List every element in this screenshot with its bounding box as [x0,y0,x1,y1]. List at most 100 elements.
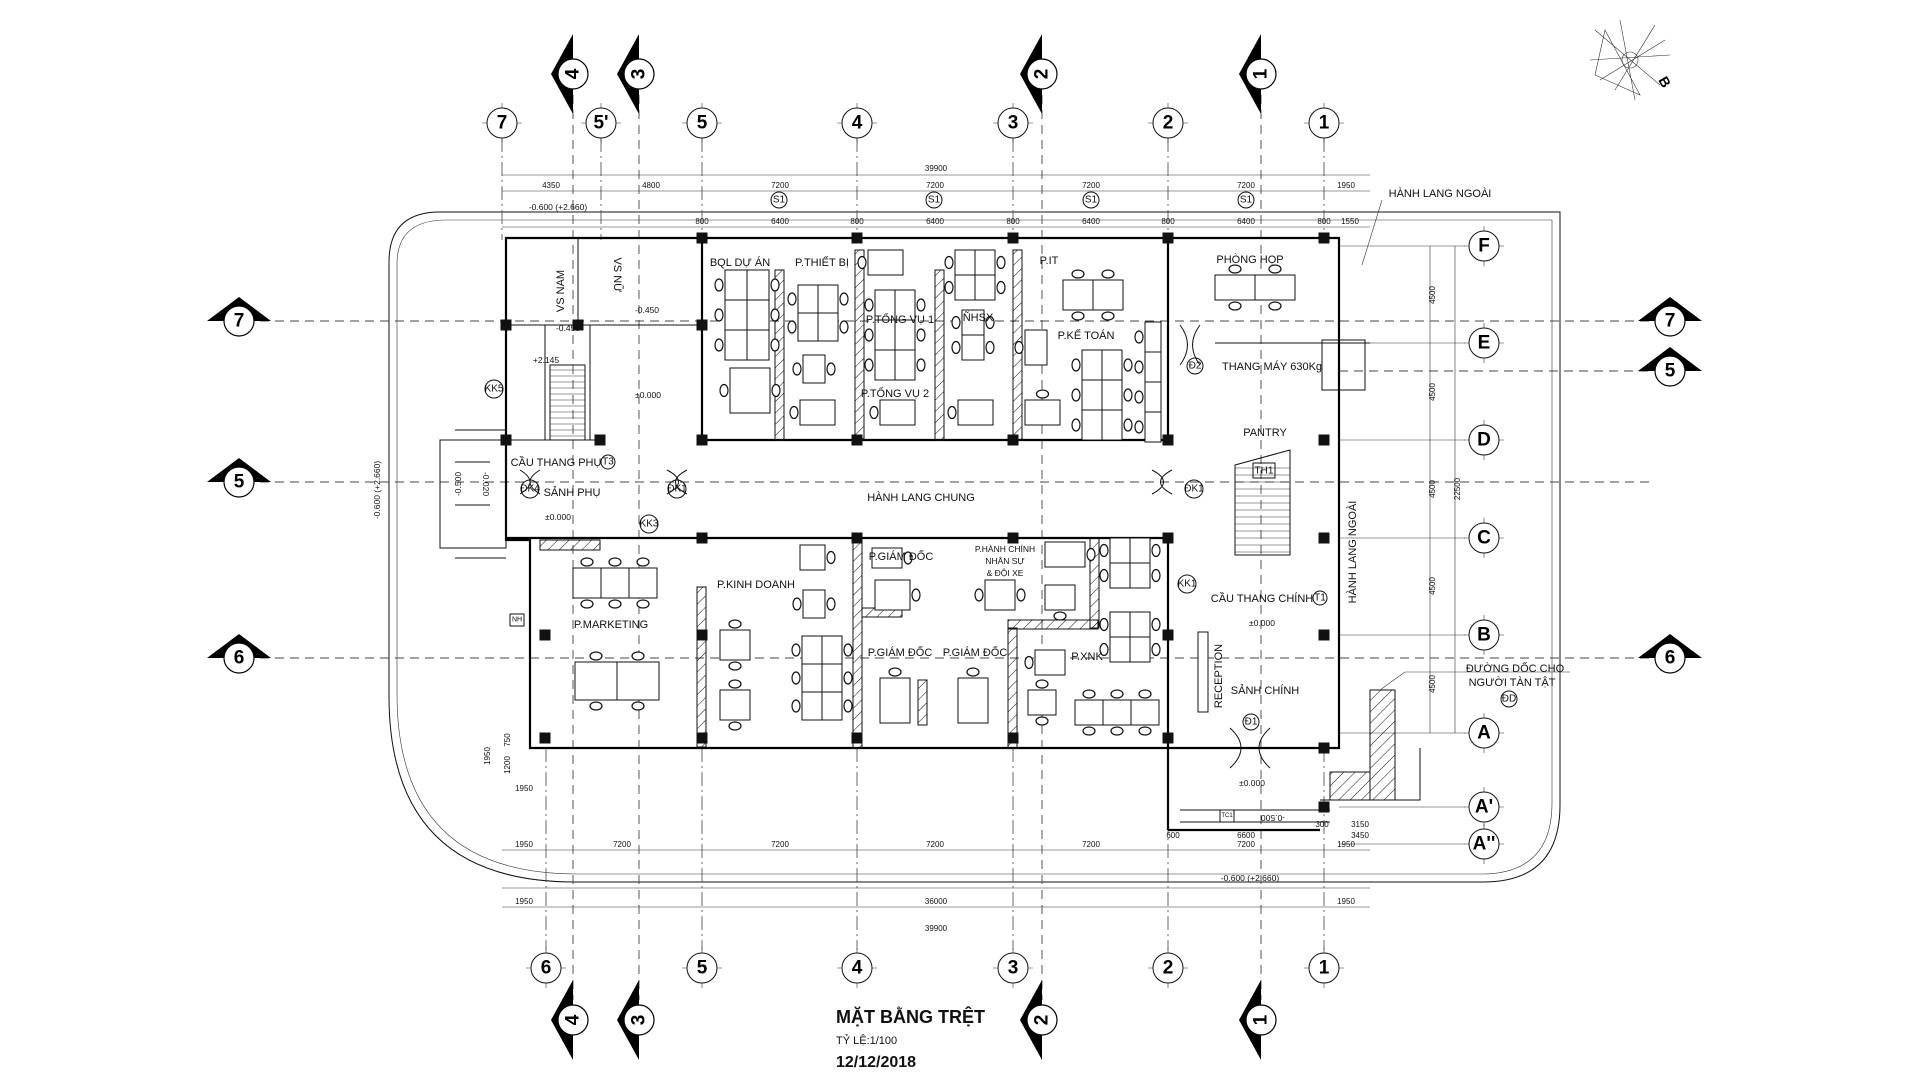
dim: 36000 [925,897,948,906]
desk-cluster [1027,679,1057,726]
chair [1138,689,1152,699]
chair [631,651,645,661]
section-marker: 3 [617,980,655,1060]
grid-bubble: 3 [993,103,1033,143]
desk-cluster [1062,269,1124,321]
room-nhsx: ÑHSX [963,311,994,324]
room-sanh-phu: SẢNH PHỤ [544,486,601,499]
desk-cluster [1214,264,1296,311]
chair [951,315,961,330]
desk [724,269,748,301]
desk [1092,279,1124,311]
desk-cluster [791,635,853,721]
structural-columns [500,232,1330,813]
level-main-entry: -0.500 [1261,813,1285,823]
structural-column [1007,732,1019,744]
chair [944,280,954,295]
dim: 7200 [926,840,944,849]
title-block: MẶT BẰNG TRỆT TỶ LỆ:1/100 12/12/2018 [836,1006,985,1071]
chair [864,358,874,372]
desk [801,691,823,721]
dim: 7200 [926,181,944,190]
chair [903,551,913,565]
grid-label: 5' [593,113,608,134]
desk [984,579,1016,611]
section-marker: 2 [1020,980,1058,1060]
desk [1109,562,1131,589]
structural-column [696,732,708,744]
level-roof-top: -0.600 (+2.660) [529,202,588,212]
room-sanh-chinh: SẢNH CHÍNH [1231,684,1300,697]
dim: 600 [1166,831,1180,840]
dim: 4500 [1428,480,1437,498]
tag-d1: Đ1 [1242,713,1260,731]
chair [1228,264,1242,274]
chair [1086,547,1096,562]
chair [916,328,926,342]
section-label: 6 [1665,648,1676,669]
grid-label: 5 [697,958,708,979]
desk [1109,611,1131,638]
tag-t1: T1 [1312,590,1328,606]
dim: 1550 [1341,217,1359,226]
desk-cluster [1099,537,1161,589]
desk-cluster [1134,321,1162,443]
grid-label: 2 [1163,958,1174,979]
room-hanh-chinh-line2: NHÂN SỰ [985,556,1024,566]
tag-text: ĐK4 [520,484,540,495]
stair-outline [1234,449,1291,556]
structural-column [851,732,863,744]
tag-text: TC1 [1221,813,1233,819]
desk-cluster [799,544,836,571]
chair [770,338,780,352]
chair [580,557,594,567]
structural-column [539,629,551,641]
dim: 800 [695,217,709,226]
chair [869,405,879,420]
level-sanh-phu: ±0.000 [545,512,571,522]
level-sanh-chinh: ±0.000 [1239,778,1265,788]
chair [728,661,742,671]
desk [801,635,823,665]
room-tong-vu-1: P.TỔNG VỤ 1 [866,313,934,326]
chair [631,701,645,711]
desk-cluster [719,367,781,414]
desk-cluster [1071,349,1133,441]
dim: 1950 [515,897,533,906]
dim: 750 [503,733,512,747]
grid-label: C [1477,528,1491,549]
desk-cluster [1044,541,1096,568]
desk [719,629,751,661]
dim: 1950 [1337,181,1355,190]
tags: KK5 ĐK4 KK3 ĐK1 ĐK1 Đ2 KK1 Đ1 T1 T3 ĐD T… [484,191,1518,823]
chair [714,278,724,292]
chair [1024,655,1034,670]
desk [974,249,996,276]
chair [1071,388,1081,402]
desk [1109,636,1131,663]
building-walls [439,236,1421,832]
desk [821,635,843,665]
section-label: 6 [234,648,245,669]
chair [791,671,801,685]
room-thiet-bi: P.THIẾT BỊ [795,256,849,269]
grid-bubble: A' [1464,787,1504,827]
side-stair [549,364,586,441]
desk [954,249,976,276]
desk [572,567,602,599]
desk [1130,699,1160,726]
desk-cluster [792,589,836,619]
room-phong-hop: PHÒNG HỌP [1216,253,1283,266]
grid-label: 1 [1319,113,1330,134]
chair [864,328,874,342]
room-it: P.IT [1040,255,1059,267]
chair [1138,726,1152,736]
desk [974,274,996,301]
desk [1081,349,1103,381]
structural-column [1318,434,1330,446]
dim: 800 [850,217,864,226]
chair [728,619,742,629]
desk [1144,351,1162,383]
tag-s1: S1 [925,191,943,209]
